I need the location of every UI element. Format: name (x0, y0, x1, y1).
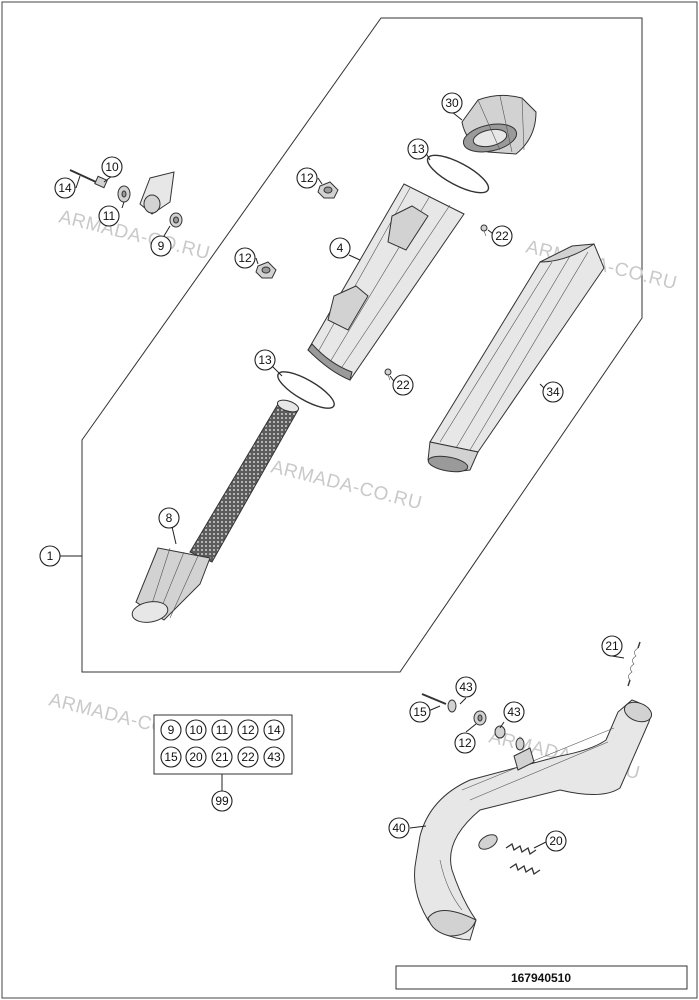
callout-22: 22 (392, 374, 414, 396)
callout-12: 12 (234, 247, 256, 269)
reference-number: 167940510 (511, 971, 571, 985)
svg-text:1: 1 (47, 549, 54, 563)
callout-1: 1 (39, 545, 61, 567)
svg-text:13: 13 (258, 353, 272, 367)
callout-12: 12 (296, 167, 318, 189)
svg-text:21: 21 (215, 750, 229, 764)
watermark: ARMADA-CO.RU (57, 206, 212, 264)
svg-text:10: 10 (105, 160, 119, 174)
callout-34: 34 (542, 381, 564, 403)
svg-text:14: 14 (267, 723, 281, 737)
svg-text:43: 43 (507, 705, 521, 719)
kit-item: 10 (185, 719, 207, 741)
svg-text:13: 13 (411, 142, 425, 156)
callout-20: 20 (545, 830, 567, 852)
assembly-outline (81, 17, 643, 673)
svg-text:12: 12 (241, 723, 255, 737)
kit-item: 9 (160, 719, 182, 741)
svg-text:9: 9 (168, 723, 175, 737)
callout-43: 43 (455, 676, 477, 698)
kit-item: 12 (237, 719, 259, 741)
svg-text:12: 12 (300, 171, 314, 185)
callout-21: 21 (601, 635, 623, 657)
kit-item: 43 (263, 746, 285, 768)
svg-text:22: 22 (396, 378, 410, 392)
gasket-ring-upper (426, 154, 490, 194)
kit-table: 9 10 11 12 14 15 20 21 22 43 (153, 714, 293, 775)
svg-text:34: 34 (546, 385, 560, 399)
svg-text:99: 99 (215, 794, 229, 808)
callout-12: 12 (454, 732, 476, 754)
callout-30: 30 (441, 92, 463, 114)
screw-part (480, 224, 488, 237)
svg-text:8: 8 (166, 511, 173, 525)
watermark: ARMADA-CO.RU (269, 456, 424, 514)
perforated-insert-part (131, 399, 300, 623)
callout-10: 10 (101, 156, 123, 178)
kit-item: 20 (185, 746, 207, 768)
svg-text:22: 22 (241, 750, 255, 764)
callout-4: 4 (329, 237, 351, 259)
svg-text:12: 12 (238, 251, 252, 265)
callout-13: 13 (254, 349, 276, 371)
svg-text:9: 9 (158, 239, 165, 253)
callout-43: 43 (503, 701, 525, 723)
spring-part (627, 641, 641, 687)
muffler-housing-part (427, 243, 605, 473)
kit-item: 22 (237, 746, 259, 768)
kit-item: 11 (211, 719, 233, 741)
callout-8: 8 (158, 507, 180, 529)
svg-text:20: 20 (549, 834, 563, 848)
fastener-stack-part (69, 169, 183, 228)
manifold-fastener-part (421, 693, 525, 751)
callout-22: 22 (491, 225, 513, 247)
svg-text:15: 15 (413, 705, 427, 719)
kit-item: 21 (211, 746, 233, 768)
svg-text:11: 11 (103, 209, 116, 223)
muffler-sleeve-part (307, 183, 465, 381)
callout-99: 99 (211, 790, 233, 812)
svg-text:12: 12 (458, 736, 472, 750)
svg-text:20: 20 (189, 750, 203, 764)
reference-box: 167940510 (395, 965, 688, 990)
svg-text:30: 30 (445, 96, 459, 110)
svg-text:11: 11 (216, 723, 229, 737)
end-cap-part (461, 94, 537, 155)
callout-9: 9 (150, 235, 172, 257)
gasket-ring-lower (277, 371, 335, 409)
header-pipe-part (414, 699, 653, 941)
callout-14: 14 (54, 177, 76, 199)
svg-text:22: 22 (495, 229, 509, 243)
callout-11: 11 (98, 205, 120, 227)
callout-15: 15 (409, 701, 431, 723)
svg-text:10: 10 (189, 723, 203, 737)
kit-item: 14 (263, 719, 285, 741)
callout-13: 13 (407, 138, 429, 160)
svg-text:43: 43 (267, 750, 281, 764)
nut-part (317, 181, 339, 199)
svg-text:40: 40 (392, 821, 406, 835)
kit-item: 15 (160, 746, 182, 768)
svg-text:21: 21 (605, 639, 619, 653)
nut-part (255, 261, 277, 279)
svg-text:14: 14 (58, 181, 72, 195)
springs-part (505, 842, 541, 876)
callout-40: 40 (388, 817, 410, 839)
screw-part (384, 368, 392, 381)
svg-text:43: 43 (459, 680, 473, 694)
svg-text:4: 4 (337, 241, 344, 255)
svg-text:15: 15 (164, 750, 178, 764)
